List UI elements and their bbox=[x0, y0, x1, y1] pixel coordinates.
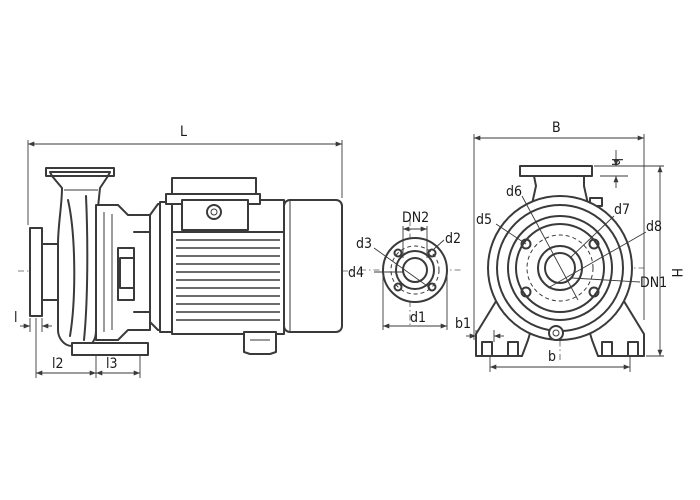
pump-foot bbox=[71, 342, 149, 356]
label-d3: d3 bbox=[356, 236, 372, 252]
bolt-hole bbox=[393, 282, 403, 292]
dim-foot-span: b bbox=[489, 349, 631, 372]
bolt-hole bbox=[520, 238, 532, 250]
flange-view: DN2 d2 d3 d4 d1 bbox=[348, 210, 462, 330]
label-d4: d4 bbox=[348, 265, 364, 281]
drain-plug-icon bbox=[548, 325, 564, 341]
bolt-hole bbox=[427, 248, 437, 258]
dim-height: H bbox=[594, 165, 684, 357]
label-h: h bbox=[608, 158, 624, 166]
label-b: b bbox=[548, 349, 556, 365]
suction-flange bbox=[29, 227, 59, 317]
label-l3: l3 bbox=[106, 356, 118, 372]
bolt-hole bbox=[520, 286, 532, 298]
label-H: H bbox=[668, 268, 684, 277]
casing bbox=[487, 195, 633, 341]
label-d6: d6 bbox=[506, 184, 522, 200]
bearing-bracket bbox=[95, 204, 151, 341]
dim-flange-thickness: l bbox=[14, 310, 52, 332]
label-d8: d8 bbox=[646, 219, 662, 235]
bolt-hole bbox=[393, 248, 403, 258]
label-d2: d2 bbox=[445, 231, 461, 247]
motor-front-shield bbox=[149, 201, 173, 333]
bolt-hole bbox=[588, 238, 600, 250]
terminal-box bbox=[165, 177, 261, 231]
dim-length: L bbox=[27, 124, 343, 225]
label-d7: d7 bbox=[614, 202, 630, 218]
label-d5: d5 bbox=[476, 212, 492, 228]
label-l2: l2 bbox=[52, 356, 64, 372]
dim-width: B bbox=[473, 120, 645, 340]
dim-foot: l2 l3 bbox=[35, 318, 141, 378]
front-view: B H h b b1 bbox=[455, 120, 684, 372]
label-DN2: DN2 bbox=[402, 210, 429, 226]
dim-flange-height: h bbox=[600, 150, 628, 188]
label-d1: d1 bbox=[410, 310, 426, 326]
dim-base-offset: b1 bbox=[455, 316, 504, 342]
cable-gland-icon bbox=[206, 204, 222, 220]
bolt-hole bbox=[588, 286, 600, 298]
label-b1: b1 bbox=[455, 316, 471, 332]
motor-body bbox=[171, 199, 285, 335]
motor-foot bbox=[243, 331, 277, 355]
label-L: L bbox=[180, 124, 187, 140]
label-B: B bbox=[552, 120, 561, 136]
label-l: l bbox=[14, 310, 18, 326]
side-view: L l l2 l3 bbox=[14, 124, 352, 378]
fan-cover bbox=[283, 199, 343, 333]
label-DN1: DN1 bbox=[640, 275, 667, 291]
